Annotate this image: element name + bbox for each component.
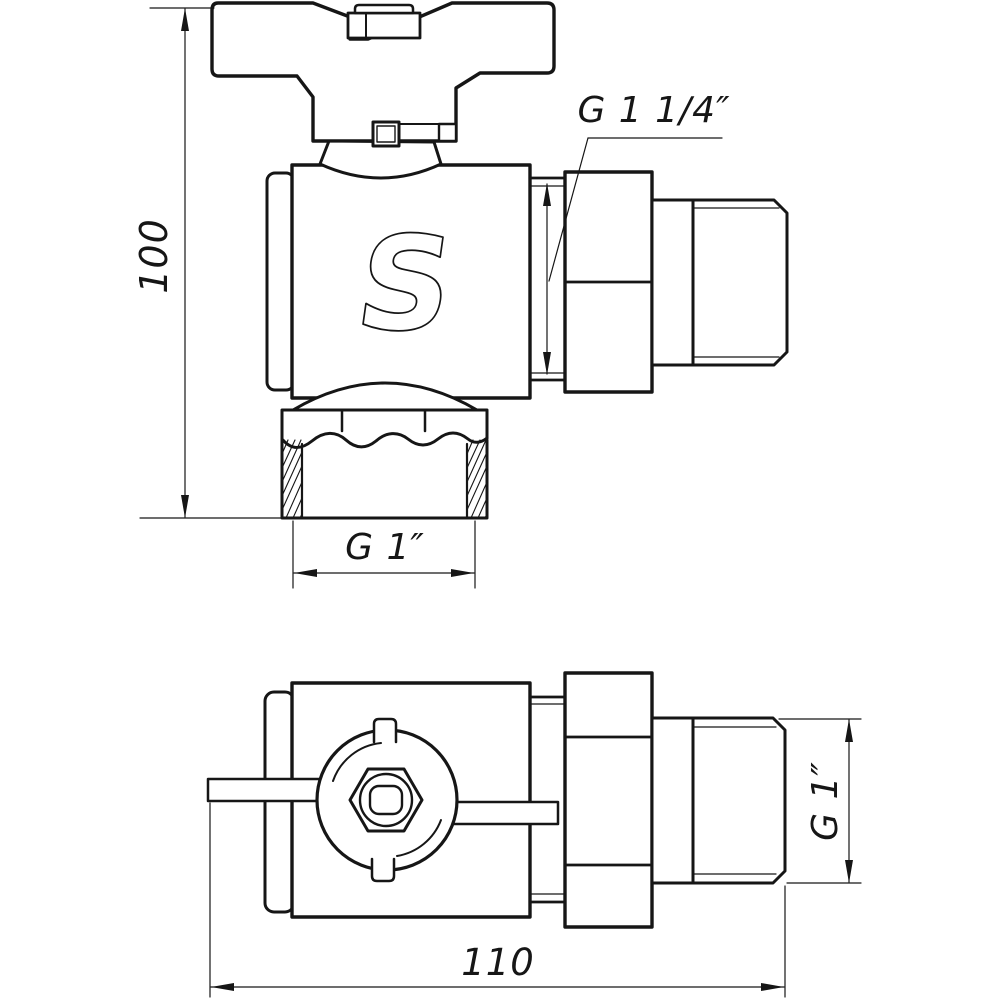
brand-logo: S: [348, 209, 463, 360]
handle-side-view: [210, 1, 556, 143]
female-hex-band: [280, 408, 489, 440]
dimension-union-thread: G 1 1/4″: [543, 90, 730, 375]
dim-g114-arrow-up: [543, 183, 551, 206]
front-view: S: [210, 1, 789, 520]
female-thread-hatch-left: [281, 439, 303, 519]
front-bottom-dome: [291, 381, 479, 412]
handle-bar-left: [206, 777, 332, 803]
front-bonnet: [318, 139, 443, 180]
dim-g1-label: G 1″: [345, 527, 425, 568]
dim-110-arrow-left: [211, 983, 234, 991]
front-male-thread-crests: [693, 207, 780, 358]
dim-g114-leader: [548, 137, 723, 282]
stem-nut-inner: [376, 125, 396, 143]
dim-g1b-label: G 1″: [805, 761, 846, 841]
handle-hub-tab-bottom: [370, 857, 396, 883]
stem-collar-tab: [437, 122, 458, 143]
dim-g1b-arrow-up: [845, 719, 853, 742]
dim-g1-arrow-left: [294, 569, 317, 577]
handle-cap-top: [353, 3, 415, 15]
dim-g1-arrow-right: [451, 569, 474, 577]
dim-100-arrow-up: [181, 8, 189, 31]
union-stub-outline: [528, 176, 567, 382]
plan-union-stub-thread-lines: [529, 703, 566, 895]
dimension-male-thread: G 1″: [778, 718, 862, 884]
plan-step-cylinder: [650, 716, 695, 885]
plan-male-thread: [691, 716, 787, 885]
handle-hub-inner-arcs: [332, 742, 442, 857]
dim-100-label: 100: [132, 218, 176, 294]
female-hex-flats: [340, 408, 427, 433]
dimension-female-thread: G 1″: [292, 520, 476, 589]
plan-male-thread-crests: [693, 726, 777, 875]
dim-100-arrow-down: [181, 495, 189, 518]
dimension-length-110: 110: [209, 802, 786, 998]
dim-110-arrow-right: [761, 983, 784, 991]
female-thread-break-wave: [280, 431, 489, 449]
front-step-cylinder: [650, 198, 695, 367]
dim-g1b-arrow-down: [845, 860, 853, 883]
dim-110-label: 110: [461, 941, 535, 984]
plan-union-nut: [563, 671, 654, 929]
plan-union-stub-outline: [528, 695, 567, 904]
front-male-thread: [691, 198, 789, 367]
handle-bar-right: [443, 800, 560, 826]
stem-square-bore: [368, 784, 404, 816]
dim-g114-arrow-down: [543, 352, 551, 375]
female-thread-hatch-right: [466, 439, 488, 519]
handle-cap-body: [346, 11, 422, 40]
dim-g114-label: G 1 1/4″: [577, 90, 730, 131]
female-thread-bg: [282, 438, 487, 518]
dimension-height-100: 100: [132, 7, 284, 519]
handle-hub-tab-top: [372, 717, 398, 744]
plan-union-nut-flats: [563, 735, 654, 867]
dimensions: 100 G 1 1/4″ G 1″ 110: [132, 7, 862, 998]
front-left-cap: [265, 171, 296, 392]
front-body: [290, 163, 532, 400]
plan-view: [206, 671, 787, 929]
